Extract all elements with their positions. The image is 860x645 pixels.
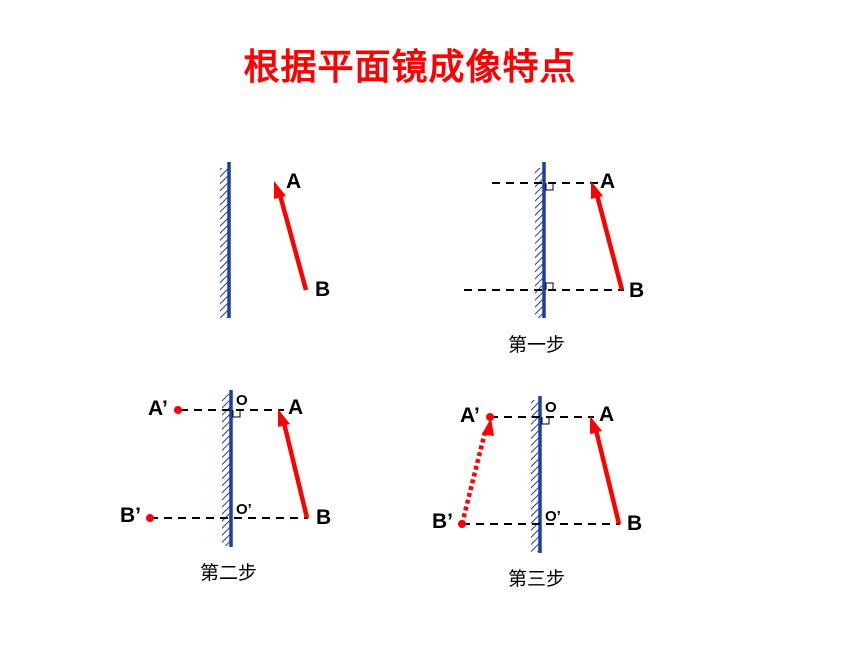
mirror-hatch: [220, 168, 229, 318]
label-o-image: O’: [545, 508, 561, 525]
arrowhead-icon: [278, 409, 290, 427]
arrowhead-icon: [591, 181, 603, 199]
right-angle-icon: [541, 417, 550, 425]
image-point-a: [174, 406, 182, 414]
label-a: A: [286, 170, 301, 193]
label-b: B: [316, 506, 331, 529]
label-a: A: [600, 170, 615, 193]
label-o: O: [236, 392, 248, 409]
label-o-image: O’: [236, 501, 252, 518]
mirror-hatch: [535, 168, 544, 318]
image-point-b: [458, 520, 466, 528]
page-title: 根据平面镜成像特点: [243, 47, 577, 88]
image-arrow: [459, 431, 488, 525]
step-caption: 第三步: [508, 568, 565, 590]
right-angle-icon: [545, 282, 554, 290]
mirror-hatch: [222, 394, 231, 546]
right-angle-icon: [232, 410, 241, 418]
arrowhead-icon: [274, 181, 286, 199]
panel-1: A B: [220, 162, 330, 318]
label-a: A: [288, 396, 303, 419]
right-angle-icon: [545, 183, 554, 191]
object-arrow: [594, 194, 625, 291]
object-arrow: [281, 422, 310, 519]
image-point-b: [146, 514, 154, 522]
step-caption: 第二步: [200, 562, 257, 584]
label-b: B: [629, 279, 644, 302]
panel-3: A’ B’ O O’ A B 第二步: [120, 390, 331, 584]
panel-2: A B 第一步: [464, 162, 644, 356]
label-b-image: B’: [120, 504, 141, 527]
image-point-a: [486, 413, 494, 421]
label-a: A: [599, 403, 614, 426]
arrowhead-icon: [590, 416, 602, 434]
image-arrowhead-icon: [482, 418, 494, 436]
step-caption: 第一步: [508, 334, 565, 356]
label-b: B: [627, 512, 642, 535]
mirror-hatch: [531, 400, 540, 552]
label-b-image: B’: [432, 510, 453, 533]
label-b: B: [315, 278, 330, 301]
label-a-image: A’: [148, 397, 168, 420]
label-o: O: [545, 399, 557, 416]
label-a-image: A’: [460, 404, 480, 427]
object-arrow: [593, 429, 622, 525]
panel-4: A’ B’ O O’ A B 第三步: [432, 396, 642, 590]
object-arrow: [277, 194, 309, 291]
